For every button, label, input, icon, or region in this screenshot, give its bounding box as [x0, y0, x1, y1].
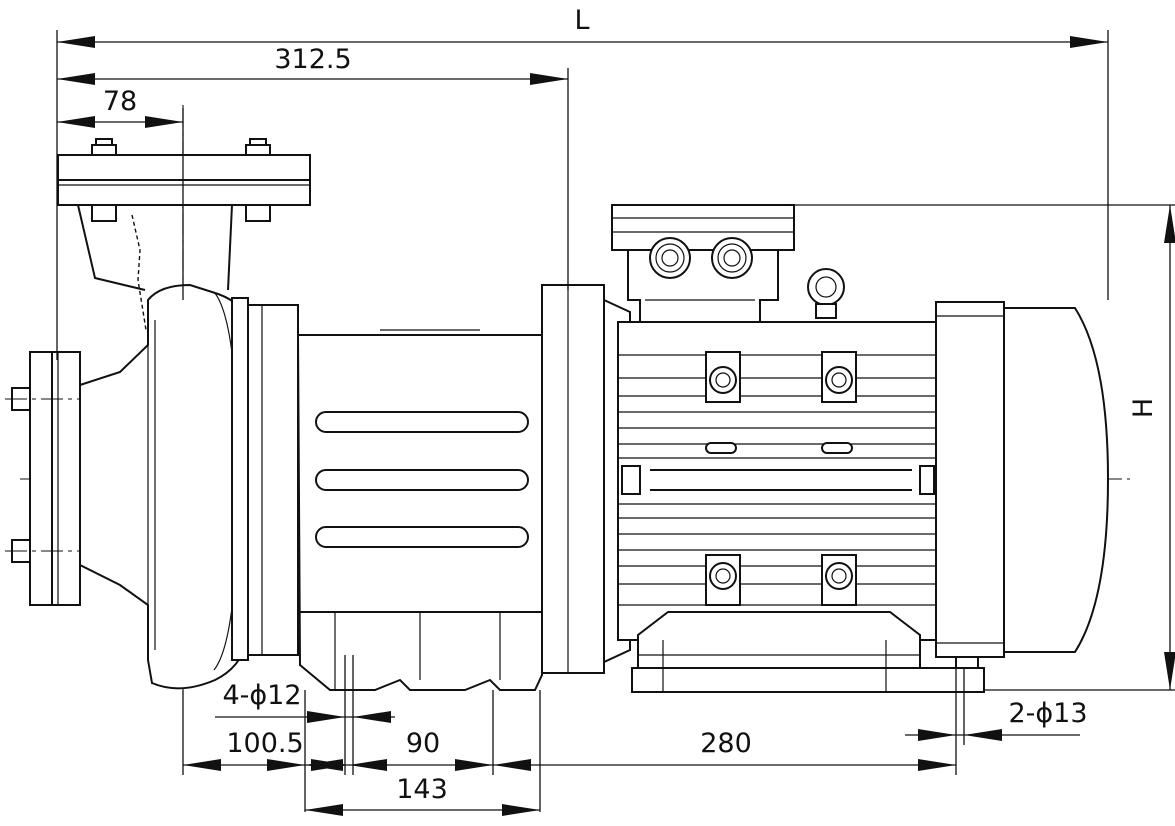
dim-143: 143	[396, 774, 448, 805]
motor-flange	[541, 284, 631, 674]
motor-base	[631, 611, 985, 693]
dim-overall-length: L	[574, 5, 589, 36]
fan-cover	[935, 301, 1110, 658]
dimension-labels: L 312.5 78 H 4-ϕ12 100.5 90 143 280 2-ϕ1…	[103, 5, 1159, 805]
dimension-lines	[57, 36, 1175, 816]
dim-78: 78	[103, 86, 137, 117]
dim-280: 280	[700, 728, 752, 759]
dim-90: 90	[406, 728, 440, 759]
discharge-flange	[57, 138, 311, 331]
dim-2-holes-13: 2-ϕ13	[1008, 698, 1087, 729]
dim-100-5: 100.5	[226, 728, 303, 759]
terminal-box	[611, 204, 845, 323]
volute-casing	[79, 283, 299, 690]
dim-overall-height: H	[1128, 398, 1159, 418]
motor-body	[617, 321, 955, 641]
dim-4-holes-12: 4-ϕ12	[222, 680, 301, 711]
bearing-bracket	[296, 329, 543, 691]
extension-lines	[56, 30, 1175, 812]
dim-312-5: 312.5	[274, 44, 351, 75]
